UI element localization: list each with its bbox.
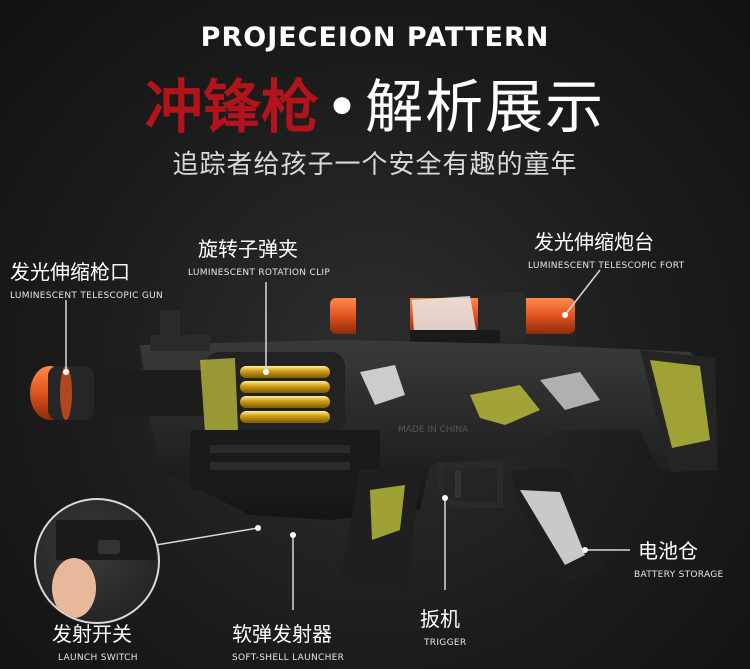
trigger-guard: [437, 462, 503, 508]
fort-ring-right: [478, 292, 526, 342]
fort-camo-white: [412, 296, 476, 334]
switch-button: [98, 540, 120, 554]
soft-shell-launcher: [190, 430, 380, 490]
callout-fort-en: LUMINESCENT TELESCOPIC FORT: [528, 261, 685, 271]
muzzle-ring: [60, 366, 72, 420]
callout-switch-cn: 发射开关: [52, 622, 132, 646]
trigger: [455, 470, 461, 498]
switch-closeup: [52, 520, 156, 618]
body-camo-white: [360, 365, 405, 405]
callout-muzzle-en: LUMINESCENT TELESCOPIC GUN: [10, 291, 164, 301]
magazine-camo: [370, 485, 405, 540]
grip-camo: [520, 490, 585, 565]
callout-switch-en: LAUNCH SWITCH: [58, 653, 138, 663]
callout-muzzle-cn: 发光伸缩枪口: [10, 260, 130, 284]
callout-switch: 发射开关 LAUNCH SWITCH: [52, 618, 138, 663]
callout-fort: 发光伸缩炮台 LUMINESCENT TELESCOPIC FORT: [528, 226, 684, 271]
fort-ring-left: [356, 290, 410, 342]
bullet-2: [240, 381, 330, 393]
finger: [52, 558, 96, 618]
callout-clip: 旋转子弹夹 LUMINESCENT ROTATION CLIP: [188, 233, 330, 278]
made-in-china-marking: MADE IN CHINA: [398, 425, 469, 435]
callout-trigger: 扳机 TRIGGER: [420, 603, 466, 648]
bullet-1: [240, 366, 330, 378]
bullet-3: [240, 396, 330, 408]
title-english: PROJECEION PATTERN: [200, 22, 550, 53]
clip-camo: [200, 358, 238, 432]
callout-battery-cn: 电池仓: [638, 539, 698, 563]
bullet-4: [240, 411, 330, 423]
subtitle: 追踪者给孩子一个安全有趣的童年: [172, 150, 578, 180]
body-camo-white-2: [540, 372, 600, 410]
callout-clip-cn: 旋转子弹夹: [198, 237, 298, 261]
callout-fort-cn: 发光伸缩炮台: [534, 230, 654, 254]
title-separator-dot: •: [324, 73, 360, 141]
callout-launcher: 软弹发射器 SOFT-SHELL LAUNCHER: [232, 618, 344, 663]
rotation-clip: [200, 352, 345, 432]
barrel: [80, 370, 220, 416]
callout-battery-en: BATTERY STORAGE: [634, 570, 724, 580]
callout-trigger-cn: 扳机: [420, 607, 460, 631]
title-chinese: 冲锋枪•解析展示: [0, 60, 750, 144]
front-post: [160, 310, 180, 340]
title-white-text: 解析展示: [365, 73, 606, 141]
telescopic-muzzle: [30, 366, 94, 420]
launch-switch-zoom: [34, 498, 160, 624]
callout-clip-en: LUMINESCENT ROTATION CLIP: [188, 268, 331, 278]
body-camo-yellow: [470, 385, 540, 425]
callout-launcher-cn: 软弹发射器: [232, 622, 332, 646]
title-red-text: 冲锋枪: [144, 73, 319, 141]
callout-battery: 电池仓 BATTERY STORAGE: [634, 535, 724, 580]
callout-muzzle: 发光伸缩枪口 LUMINESCENT TELESCOPIC GUN: [10, 256, 163, 301]
stock-camo: [650, 360, 710, 448]
callout-trigger-en: TRIGGER: [424, 638, 467, 648]
callout-launcher-en: SOFT-SHELL LAUNCHER: [232, 653, 345, 663]
